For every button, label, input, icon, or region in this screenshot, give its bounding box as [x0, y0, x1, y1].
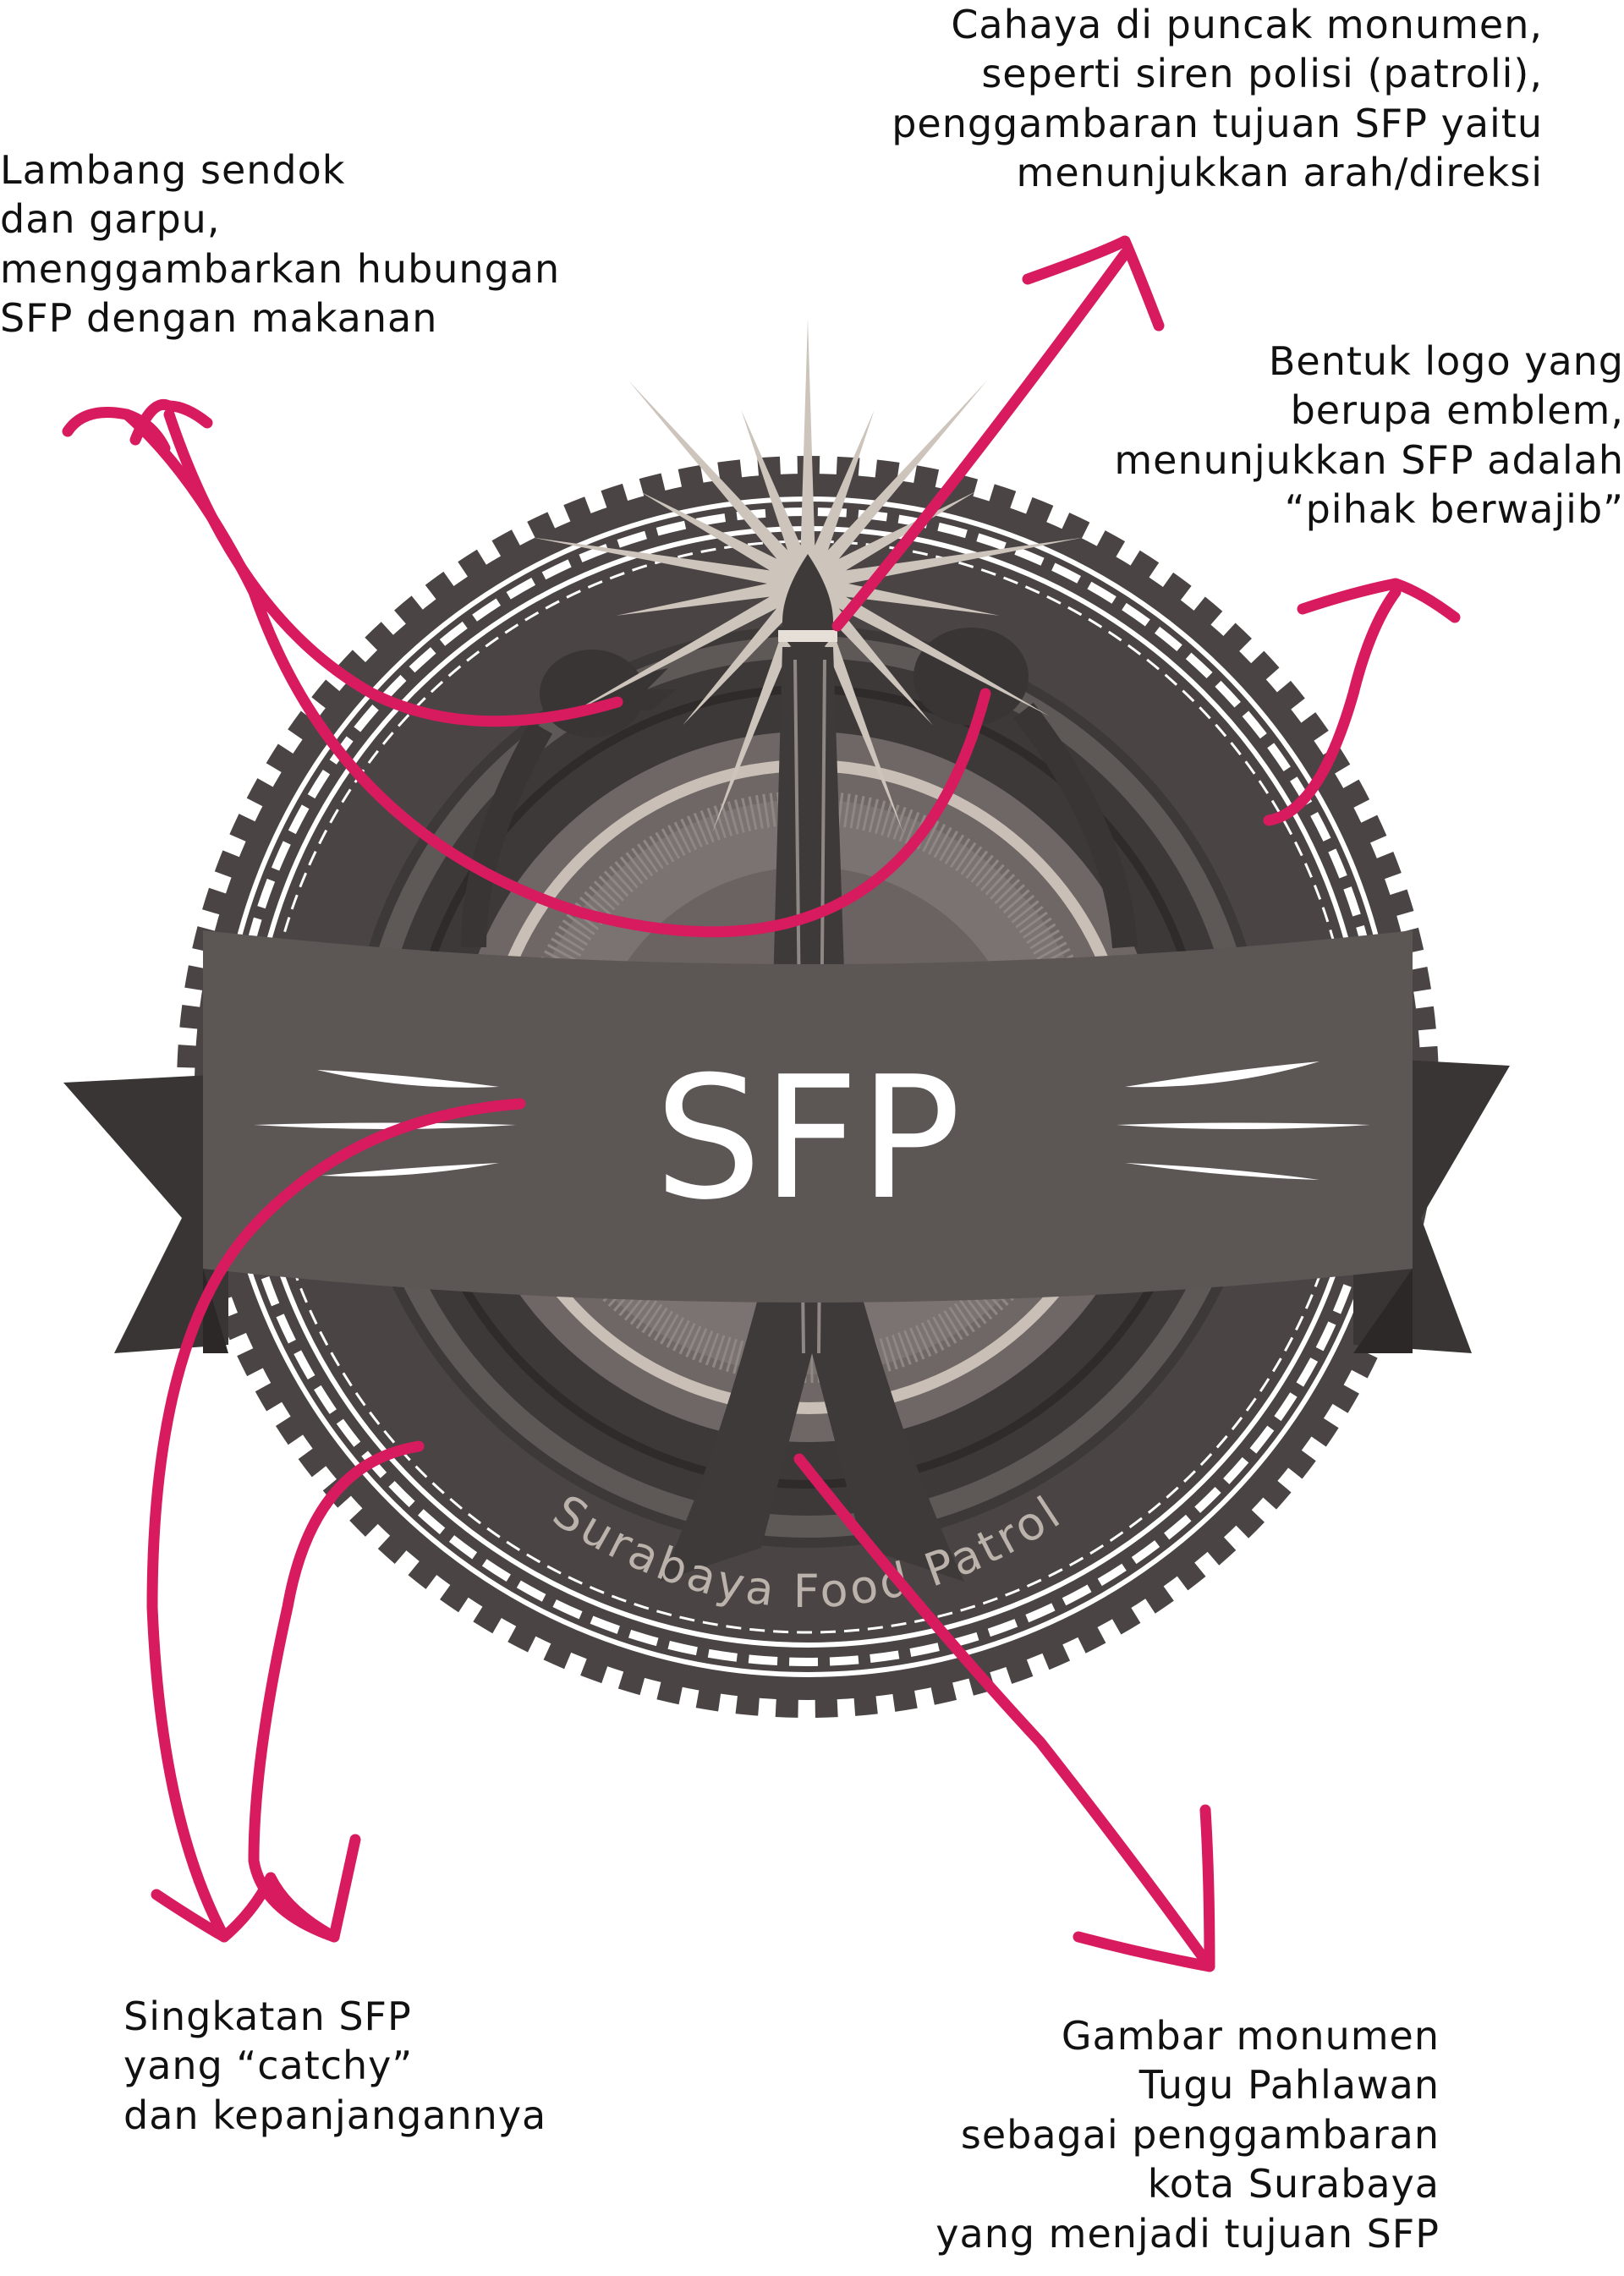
arrow-abbr-2 — [248, 1440, 425, 1943]
sfp-abbreviation: SFP — [655, 1040, 962, 1237]
arrow-abbr-head — [151, 1834, 361, 1943]
arrow-light-head — [1022, 235, 1165, 332]
annotation-monument-light: Cahaya di puncak monumen, seperti siren … — [892, 0, 1543, 198]
arrow-abbr-1 — [146, 1098, 526, 1943]
arrow-fork — [163, 409, 623, 727]
annotation-line: penggambaran tujuan SFP yaitu — [892, 100, 1543, 146]
annotation-line: menunjukkan SFP adalah — [1114, 436, 1624, 483]
annotation-line: Gambar monumen — [1061, 2013, 1440, 2059]
annotation-line: SFP dengan makanan — [0, 295, 438, 342]
annotation-spoon-fork: Lambang sendok dan garpu, menggambarkan … — [0, 145, 560, 343]
annotation-line: yang menjadi tujuan SFP — [935, 2210, 1440, 2257]
arrow-emblem — [1263, 586, 1402, 826]
arrow-monument-head — [1073, 1804, 1215, 1972]
annotation-line: seperti siren polisi (patroli), — [981, 51, 1543, 97]
annotation-line: yang “catchy” — [123, 2043, 414, 2089]
annotation-line: sebagai penggambaran — [960, 2111, 1440, 2158]
annotation-line: Bentuk logo yang — [1268, 338, 1624, 384]
annotation-line: Cahaya di puncak monumen, — [951, 2, 1543, 47]
ribbon-banner — [63, 930, 1510, 1353]
arrow-fork-head — [129, 399, 213, 446]
annotation-arrows — [62, 235, 1461, 1972]
arrow-light — [831, 248, 1131, 632]
annotation-line: “pihak berwajib” — [1284, 486, 1624, 533]
annotation-line: berupa emblem, — [1290, 387, 1624, 434]
arrow-monument — [793, 1453, 1215, 1972]
annotation-monument-image: Gambar monumen Tugu Pahlawan sebagai pen… — [935, 2011, 1440, 2258]
annotation-line: Lambang sendok — [0, 147, 346, 193]
annotation-line: Tugu Pahlawan — [1138, 2062, 1440, 2109]
annotation-line: Singkatan SFP — [123, 1994, 412, 2039]
speed-lines — [254, 1061, 1370, 1180]
annotation-line: kota Surabaya — [1147, 2161, 1440, 2207]
annotation-line: dan kepanjangannya — [123, 2092, 547, 2138]
annotation-line: menunjukkan arah/direksi — [1016, 150, 1543, 196]
annotation-abbreviation: Singkatan SFP yang “catchy” dan kepanjan… — [123, 1992, 546, 2140]
arrow-emblem-head — [1297, 578, 1461, 623]
annotation-line: dan garpu, — [0, 196, 221, 243]
annotation-line: menggambarkan hubungan — [0, 245, 561, 292]
annotation-emblem-shape: Bentuk logo yang berupa emblem, menunjuk… — [1114, 337, 1624, 535]
arrow-spoon-head — [62, 407, 171, 454]
